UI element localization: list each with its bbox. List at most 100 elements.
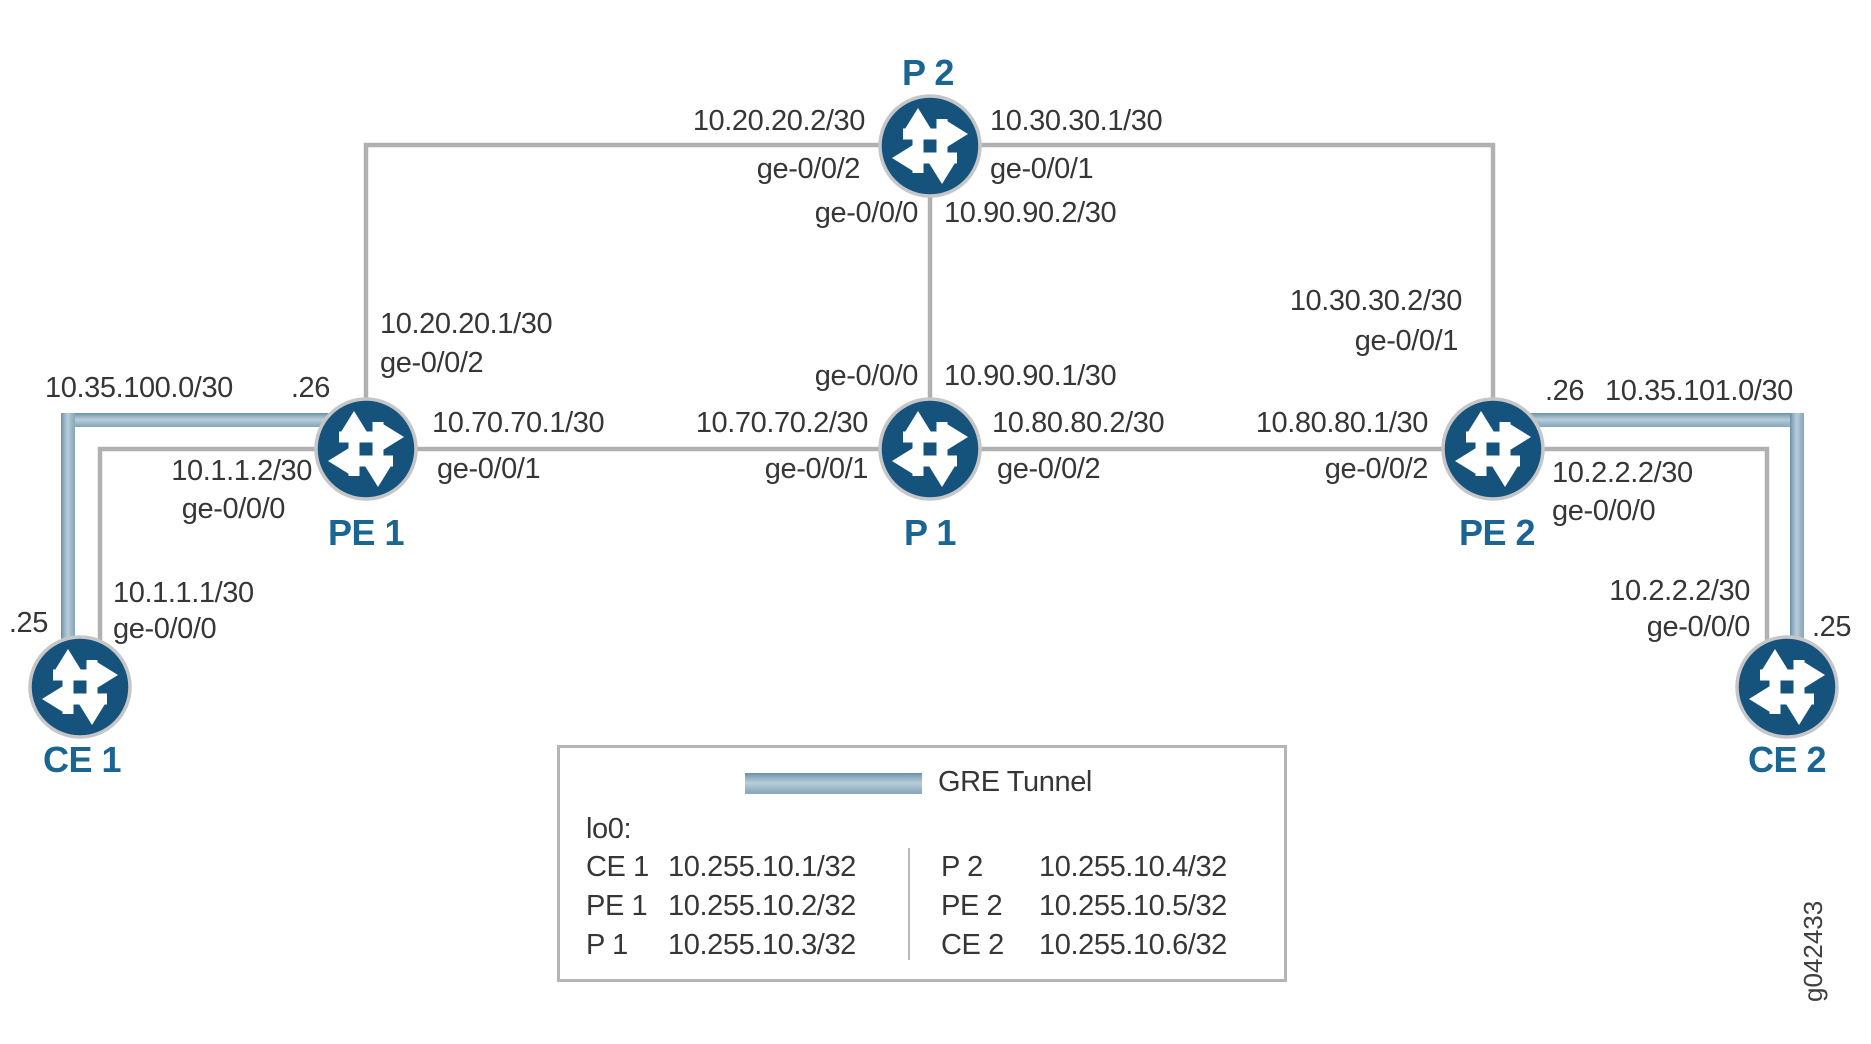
link-pe1-ce1	[97, 446, 366, 645]
router-name: CE 1	[586, 851, 649, 883]
legend-divider	[908, 848, 910, 960]
router-node-ce1	[28, 635, 132, 739]
iface-label: 10.20.20.1/30	[380, 308, 552, 340]
router-arrow-icon	[1492, 422, 1518, 487]
iface-label: ge-0/0/0	[815, 360, 918, 392]
router-arrow-icon	[1762, 649, 1788, 714]
router-icon	[878, 397, 982, 501]
router-icon	[314, 397, 418, 501]
router-arrow-icon	[365, 422, 391, 487]
gre-tunnel-pe2-ce2	[1790, 413, 1804, 647]
node-title-pe1: PE 1	[328, 512, 405, 553]
router-name: P 2	[941, 851, 983, 883]
iface-label: 10.70.70.1/30	[432, 407, 604, 439]
iface-label: 10.2.2.2/30	[1609, 575, 1750, 607]
router-icon	[1441, 397, 1545, 501]
router-arrow-icon	[929, 422, 955, 487]
router-arrow-icon	[1749, 686, 1814, 712]
loopback-address: 10.255.10.3/32	[668, 929, 856, 961]
router-node-p2	[878, 94, 982, 198]
iface-label: 10.20.20.2/30	[693, 105, 865, 137]
loopback-address: 10.255.10.6/32	[1039, 929, 1227, 961]
iface-label: 10.80.80.2/30	[992, 407, 1164, 439]
figure-id-watermark: g042433	[1798, 901, 1828, 1002]
iface-label: 10.35.101.0/30	[1605, 375, 1793, 407]
router-arrow-icon	[903, 424, 968, 450]
lo0-row: PE 2 10.255.10.5/32	[941, 887, 1227, 926]
node-title-pe2: PE 2	[1459, 512, 1535, 553]
loopback-address: 10.255.10.4/32	[1039, 851, 1227, 883]
iface-label: .25	[9, 607, 48, 639]
router-node-p1	[878, 397, 982, 501]
router-arrow-icon	[1455, 448, 1520, 474]
router-name: PE 1	[586, 890, 648, 922]
router-arrow-icon	[892, 448, 957, 474]
router-arrow-icon	[339, 424, 404, 450]
router-arrow-icon	[903, 121, 968, 147]
iface-label: 10.1.1.2/30	[171, 455, 312, 487]
router-name: PE 2	[941, 890, 1003, 922]
iface-label: ge-0/0/2	[380, 347, 483, 379]
iface-label: ge-0/0/1	[765, 453, 868, 485]
router-arrow-icon	[341, 411, 367, 476]
router-arrow-icon	[53, 662, 118, 688]
lo0-row: P 2 10.255.10.4/32	[941, 848, 1227, 887]
router-arrow-icon	[1786, 660, 1812, 725]
link-pe2-ce2	[1493, 446, 1770, 645]
lo0-title: lo0:	[586, 813, 632, 845]
iface-label: ge-0/0/2	[997, 453, 1100, 485]
legend-box: GRE Tunnel lo0: CE 1 10.255.10.1/32 PE 1…	[557, 745, 1287, 982]
gre-tunnel-ce1-pe1	[61, 413, 372, 427]
iface-label: ge-0/0/0	[815, 197, 918, 229]
router-arrow-icon	[892, 145, 957, 171]
gre-tunnel-label: GRE Tunnel	[938, 766, 1092, 798]
iface-label: ge-0/0/1	[990, 153, 1093, 185]
loopback-address: 10.255.10.1/32	[668, 851, 856, 883]
router-arrow-icon	[42, 686, 107, 712]
router-name: CE 2	[941, 929, 1004, 961]
lo0-row: CE 1 10.255.10.1/32	[586, 848, 856, 887]
loopback-address: 10.255.10.5/32	[1039, 890, 1227, 922]
node-title-p2: P 2	[902, 52, 954, 93]
router-arrow-icon	[1466, 424, 1531, 450]
node-title-ce2: CE 2	[1748, 739, 1826, 780]
router-arrow-icon	[79, 660, 105, 725]
iface-label: ge-0/0/0	[113, 613, 216, 645]
iface-label: 10.30.30.1/30	[990, 105, 1162, 137]
iface-label: ge-0/0/2	[757, 153, 860, 185]
iface-label: 10.70.70.2/30	[696, 407, 868, 439]
node-title-ce1: CE 1	[43, 739, 122, 780]
iface-label: ge-0/0/1	[437, 453, 540, 485]
iface-label: .26	[1545, 375, 1584, 407]
router-arrow-icon	[1468, 411, 1494, 476]
loopback-address: 10.255.10.2/32	[668, 890, 856, 922]
iface-label: .26	[291, 372, 330, 404]
iface-label: 10.90.90.1/30	[944, 360, 1116, 392]
lo0-right-column: P 2 10.255.10.4/32 PE 2 10.255.10.5/32 C…	[941, 848, 1227, 965]
iface-label: 10.1.1.1/30	[113, 577, 254, 609]
iface-label: ge-0/0/2	[1325, 453, 1428, 485]
iface-label: .25	[1812, 611, 1851, 643]
router-icon	[28, 635, 132, 739]
lo0-row: PE 1 10.255.10.2/32	[586, 887, 856, 926]
gre-tunnel-swatch	[745, 773, 922, 794]
router-arrow-icon	[905, 108, 931, 173]
router-node-pe1	[314, 397, 418, 501]
router-icon	[1735, 635, 1839, 739]
router-arrow-icon	[905, 411, 931, 476]
gre-tunnel-ce1-pe1	[61, 413, 75, 647]
router-node-ce2	[1735, 635, 1839, 739]
iface-label: 10.35.100.0/30	[45, 372, 233, 404]
router-node-pe2	[1441, 397, 1545, 501]
router-arrow-icon	[328, 448, 393, 474]
iface-label: ge-0/0/0	[182, 493, 285, 525]
iface-label: 10.30.30.2/30	[1290, 285, 1462, 317]
iface-label: 10.2.2.2/30	[1552, 457, 1693, 489]
iface-label: 10.90.90.2/30	[944, 197, 1116, 229]
router-icon	[878, 94, 982, 198]
router-name: P 1	[586, 929, 628, 961]
iface-label: ge-0/0/0	[1552, 495, 1655, 527]
iface-label: ge-0/0/1	[1355, 325, 1458, 357]
